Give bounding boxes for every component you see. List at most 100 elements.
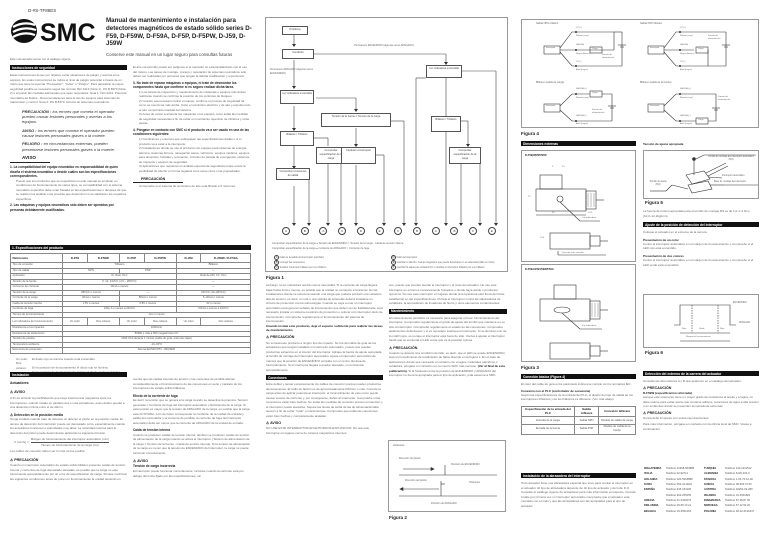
- mounting-section: Instalación de la abrazadera del interru…: [521, 473, 636, 508]
- specs-heading: 1. Especificaciones del producto: [10, 245, 251, 250]
- leak-text: Es decir, la tensión que se genera a la …: [133, 398, 250, 425]
- wiring-npn-title: Salida NPN trifásico: [536, 22, 559, 25]
- outcome-circle: F: [394, 227, 403, 235]
- wire-label: Negro (blanco): [576, 53, 591, 55]
- flow-node-check-output: Comprobar conexiones de salida: [276, 168, 310, 180]
- flow-node-check-load-2: Comprobar especificación de la carga: [449, 147, 481, 164]
- wire-label: Azul (negro): [576, 69, 588, 71]
- mounting-base-label: Base de montaje del interruptor: [714, 181, 747, 183]
- red-zone-label: Rojo: [682, 328, 687, 330]
- wiring-2wire-load-title: Bifásico (salida de carga): [536, 81, 565, 84]
- safety-item-4-sub-2: 2) Instalaciones donde se use el product…: [139, 146, 250, 164]
- plc-text: Según las especificaciones de la entrada…: [521, 392, 633, 402]
- switch-label: Interruptor: [650, 105, 660, 107]
- outcome-circle: E: [487, 227, 496, 235]
- precaucion-label: ⚠ PRECAUCIÓN: [266, 335, 295, 340]
- torque-text: La fuerza de torsión apropiada para el t…: [643, 209, 750, 218]
- voltage-drop-heading: Caída de tensión interna: [133, 428, 171, 433]
- wire-label: Marrón (rojo): [576, 35, 589, 37]
- model-label-1: D-F59(W)/5P/5PW: [525, 154, 547, 157]
- dimension-schematic-1: [535, 174, 608, 256]
- smc-swoosh-icon: [11, 19, 37, 43]
- figure-2-label: Figura 2: [389, 515, 407, 520]
- middle-text-b: No someta este producto a ningún tipo de…: [266, 340, 382, 372]
- outcome-circle: D: [356, 227, 365, 235]
- off-label: APAGADO: [739, 322, 751, 324]
- outcome-circle: A: [431, 227, 440, 235]
- wire-label: SALIDA (-): [680, 115, 691, 117]
- wire-label: CC(+): [680, 27, 686, 29]
- flow-node-type-2: Bifásico / Trifásico: [431, 116, 461, 132]
- warning-triangle-icon: ⚠: [266, 421, 270, 426]
- mid-detection-heading: ⚠ Detección en la posición media: [10, 412, 63, 417]
- wire-label: SALIDA: [576, 44, 584, 46]
- safety-column-1: Instrucciones de seguridad Estas instruc…: [10, 65, 127, 213]
- wire-label: CC(-): [680, 61, 686, 63]
- safety-item-3-sub-1: 1) Las tareas de inspección y mantenimie…: [139, 89, 246, 99]
- middle-col2-text: sos, puesto que pueden averiar el interr…: [389, 283, 505, 305]
- warning-triangle-icon: ⚠: [266, 335, 270, 340]
- stroke-end-heading: Detección del extremo de la carrera del …: [643, 371, 759, 376]
- wire-label: Marrón (rojo): [680, 97, 693, 99]
- switch-label: Interruptor: [650, 47, 660, 49]
- maintenance-text: El mantenimiento periódico es necesario …: [389, 315, 507, 343]
- two-color-heading: Presentación de dos colores: [643, 253, 684, 258]
- danger-level-text: en circunstancias extremas, pueden prese…: [22, 141, 115, 152]
- safety-item-3-title: 3. No trate de reparar máquinas o equipo…: [133, 80, 237, 90]
- dim-14: 14: [562, 166, 565, 168]
- dim-14-4: 14.4: [540, 237, 545, 239]
- mounting-heading: Instalación de la abrazadera del interru…: [521, 473, 636, 478]
- load-label: Carga: [592, 48, 598, 50]
- one-color-heading: Presentación de un color: [643, 237, 679, 242]
- flow-node-condition: Condición: [282, 49, 314, 59]
- wire-label: Negro (blanco): [680, 53, 695, 55]
- piston-direction-label: Dirección del pistón: [399, 457, 421, 460]
- outcome-circle: C: [338, 227, 347, 235]
- failure-text: Cuando se detecte una condición de fallo…: [389, 350, 506, 378]
- safety-item-4-sub-3: 3) Aplicaciones que requieran un análisi…: [139, 164, 246, 173]
- warning-triangle-icon: ⚠: [10, 389, 14, 394]
- safety-item-2-title: 2. Las máquinas y equipos neumáticos sól…: [10, 203, 114, 212]
- basic-connection-heading: Conexión básica (Figura 4): [521, 374, 636, 379]
- precaucion-label-2: ⚠ PRECAUCIÓN: [643, 410, 672, 415]
- edge-label-off: Permanece APAGADO (algunas veces ENCENDI…: [270, 68, 314, 75]
- power-supply-label: Fuente de alimentación: [708, 35, 721, 41]
- catalog-note: Este manual debe leerse con el catálogo …: [10, 57, 71, 61]
- wiring-schematics: [543, 31, 730, 125]
- hysteresis-label: Histéresis: [469, 481, 480, 484]
- wire-label: CC(-): [576, 61, 582, 63]
- installation-column-1: Instalación Actuadores ⚠ AVISO A fin de …: [10, 372, 127, 481]
- most-sensitive-position-label: Posición más sensible: [562, 252, 584, 254]
- f59w-heading: D-F59W (especificación reforzada): [643, 390, 693, 395]
- model-label-2: D-F59A/J59/J59W/F59A: [525, 268, 554, 271]
- auto-switch-label: Interruptor automático: [722, 175, 745, 177]
- plc-heading: Conexión con el PLC (controlador de secu…: [521, 388, 591, 393]
- dim-5: 5: [552, 166, 554, 168]
- warning-triangle-icon: ⚠: [643, 410, 647, 415]
- red-zone-label-2: Rojo: [720, 328, 725, 330]
- aviso-text: A fin de eliminar la posibilidad de que …: [10, 396, 125, 410]
- document-subtitle: Conserve este manual en un lugar seguro …: [106, 52, 233, 57]
- mounting-text: Todo actuador tiene una abrazadera espec…: [521, 481, 636, 508]
- operating-range-label: Margen de funcionamiento: [686, 336, 711, 338]
- wire-label: SALIDA: [680, 44, 688, 46]
- safety-intro: Estas instrucciones tienen por objetivo …: [10, 73, 127, 104]
- cable-note: Los cables de conexión deben ser lo más …: [10, 449, 86, 454]
